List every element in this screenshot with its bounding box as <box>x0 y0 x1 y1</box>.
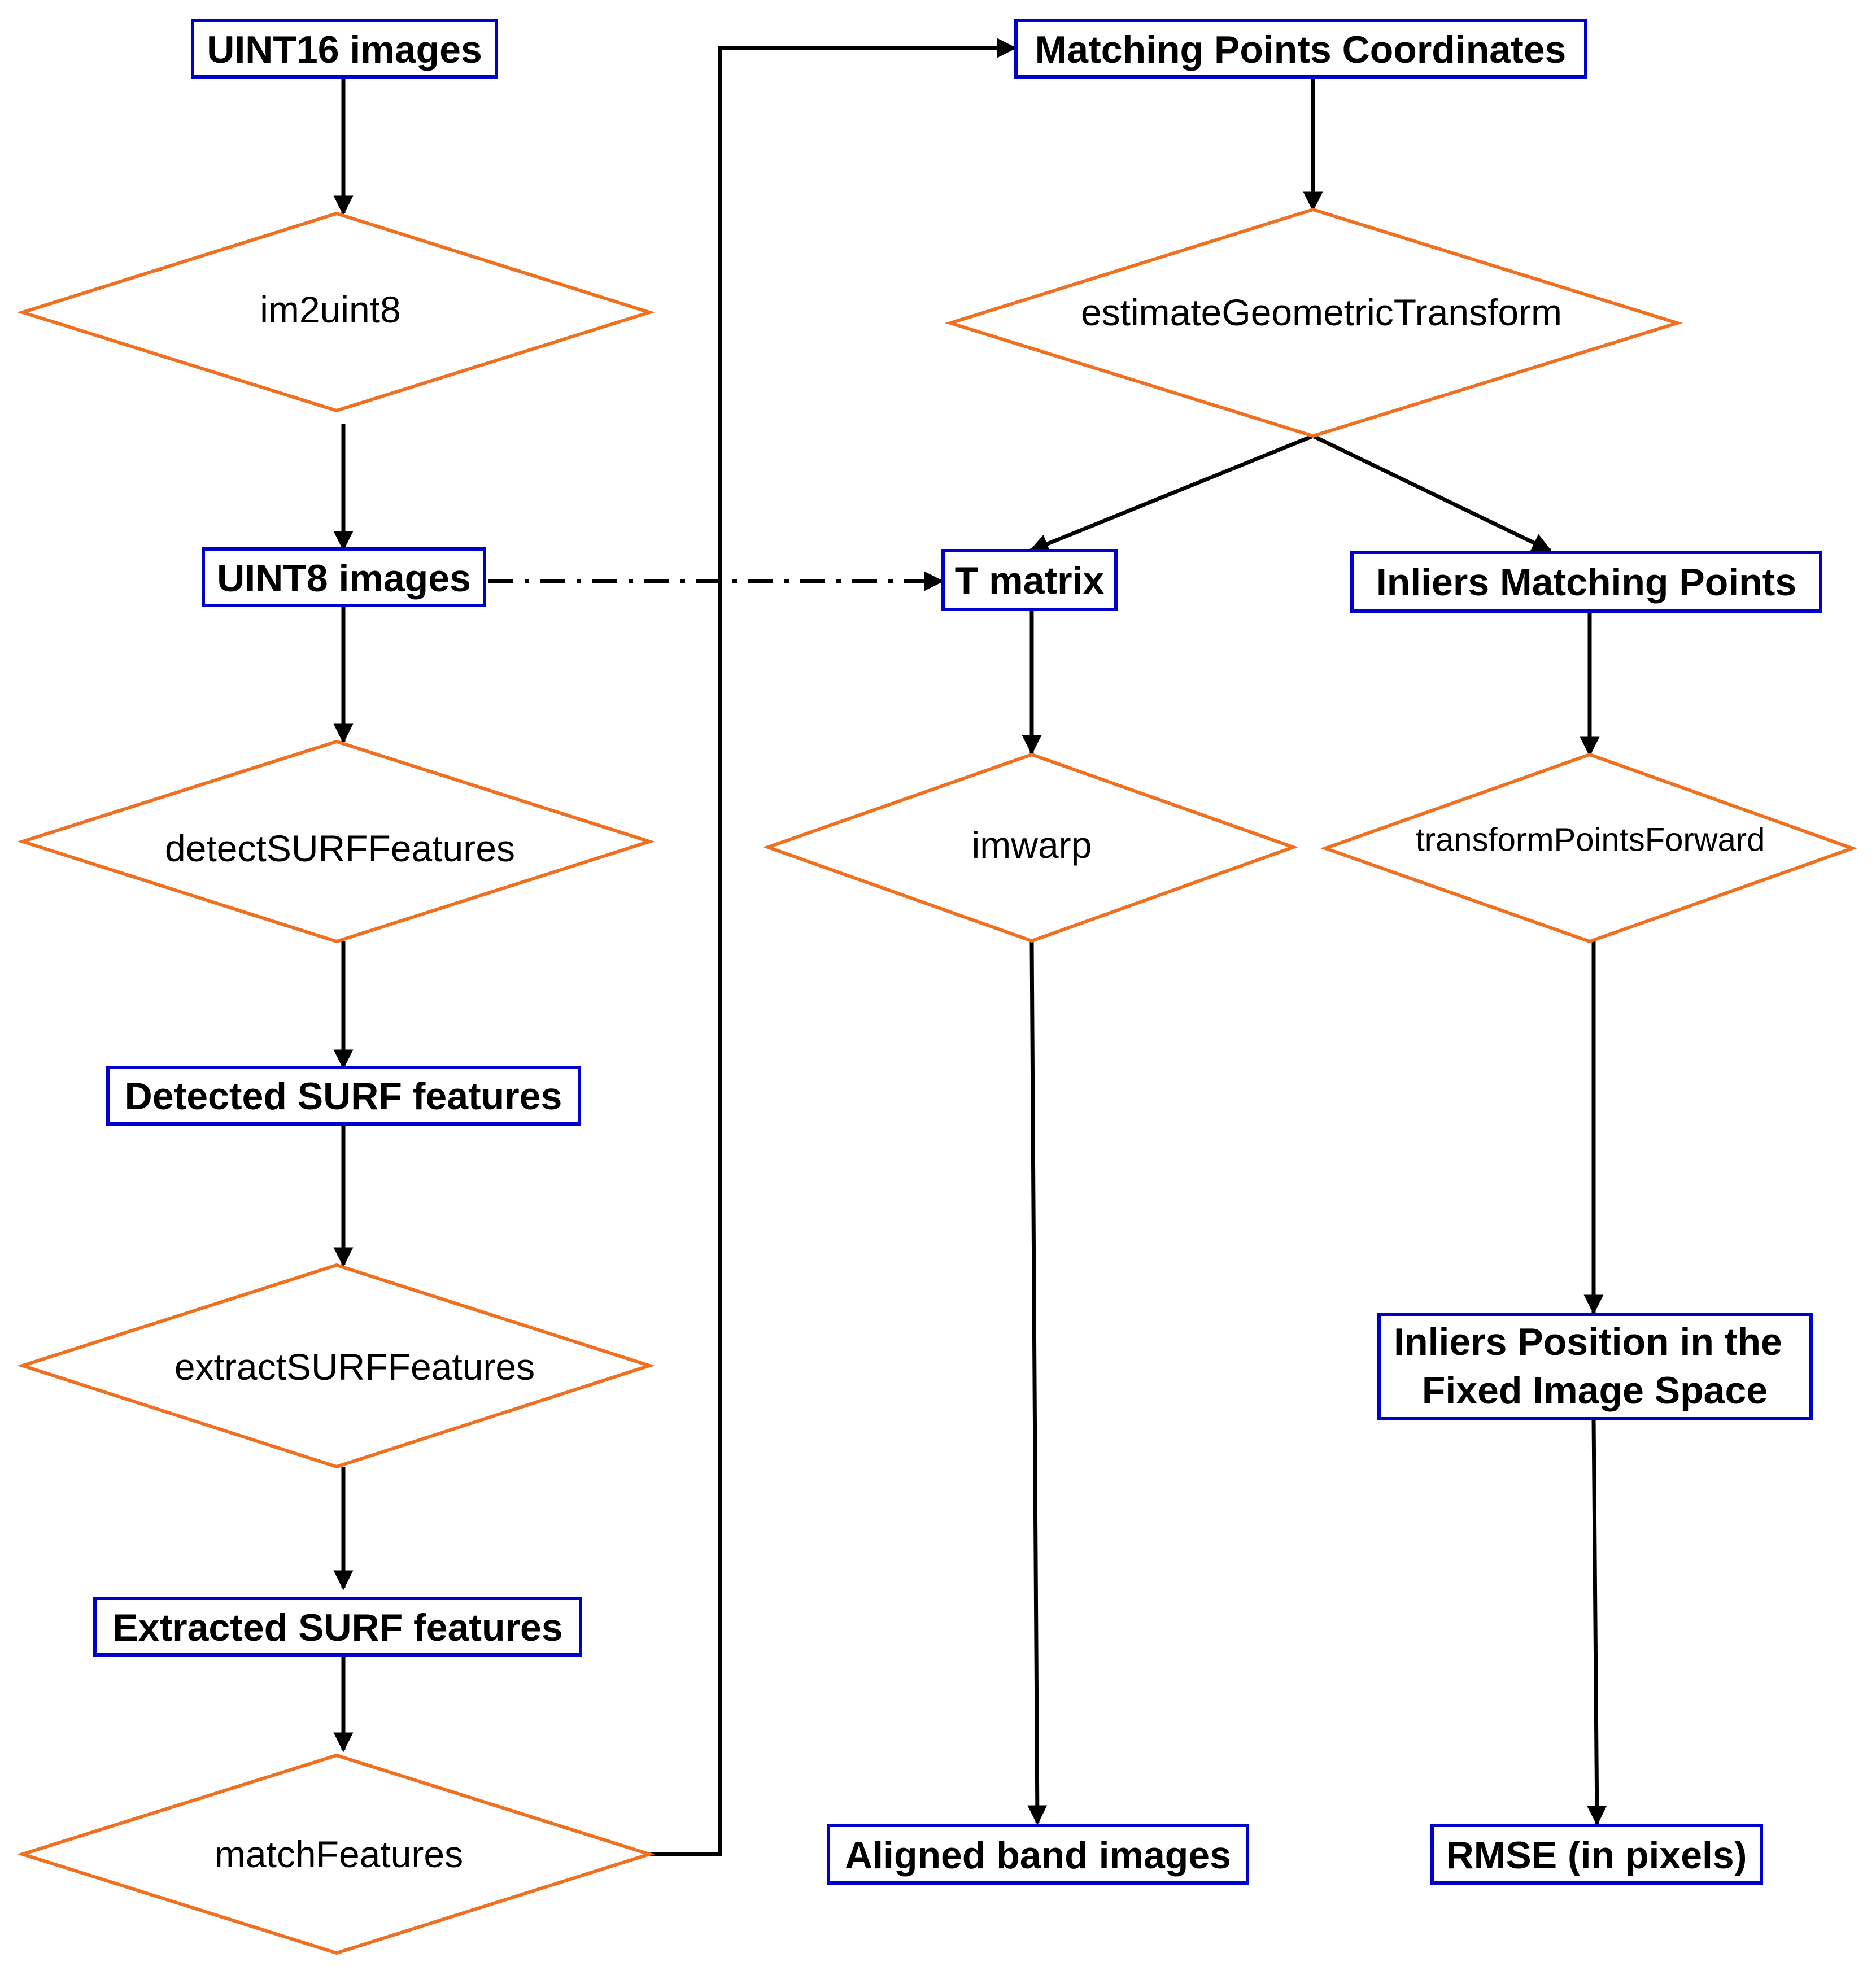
t-matrix-label: T matrix <box>955 559 1105 602</box>
detect-surf-label: detectSURFFeatures <box>165 827 515 869</box>
aligned-band-box <box>827 1824 1249 1885</box>
operations <box>16 207 1857 1955</box>
inliers-matching-label: Inliers Matching Points <box>1376 561 1796 604</box>
inliers-position-label-line2: Fixed Image Space <box>1422 1369 1768 1412</box>
box-labels: UINT16 images UINT8 images Detected SURF… <box>112 28 1796 1877</box>
uint16-images-label: UINT16 images <box>207 28 482 71</box>
match-features-label: matchFeatures <box>215 1833 463 1875</box>
arrow-match-to-matching-points <box>648 38 1017 1856</box>
imwarp-diamond <box>762 752 1298 943</box>
uint8-images-box <box>202 547 486 607</box>
uint8-images-label: UINT8 images <box>217 557 471 600</box>
inliers-matching-box <box>1350 551 1822 613</box>
uint16-images-box <box>191 19 498 79</box>
arrow-position-to-rmse <box>1587 1418 1607 1826</box>
estimate-transform-diamond <box>944 207 1683 438</box>
transform-points-diamond <box>1320 752 1857 944</box>
estimate-transform-label: estimateGeometricTransform <box>1081 291 1562 333</box>
detected-surf-label: Detected SURF features <box>125 1075 562 1118</box>
arrow-imwarp-to-aligned <box>1027 940 1048 1825</box>
match-features-diamond <box>17 1753 655 1955</box>
imwarp-label: imwarp <box>972 824 1092 866</box>
connectors <box>333 38 1607 1856</box>
extract-surf-diamond <box>17 1263 655 1469</box>
matching-points-box <box>1014 19 1587 79</box>
im2uint8-diamond <box>16 211 655 413</box>
data-boxes <box>93 19 1822 1885</box>
extract-surf-label: extractSURFFeatures <box>174 1346 535 1388</box>
im2uint8-label: im2uint8 <box>260 289 400 330</box>
inliers-position-box <box>1377 1313 1813 1420</box>
matching-points-label: Matching Points Coordinates <box>1035 28 1567 71</box>
extracted-surf-label: Extracted SURF features <box>112 1606 562 1649</box>
operation-labels: im2uint8 detectSURFFeatures extractSURFF… <box>165 289 1765 1875</box>
transform-points-label: transformPointsForward <box>1416 822 1765 858</box>
rmse-label: RMSE (in pixels) <box>1446 1834 1747 1877</box>
extracted-surf-box <box>93 1597 582 1657</box>
inliers-position-label-line1: Inliers Position in the <box>1394 1320 1782 1363</box>
t-matrix-box <box>941 549 1118 611</box>
detected-surf-box <box>106 1066 581 1126</box>
arrow-estimate-to-tmatrix <box>1028 434 1314 553</box>
arrow-estimate-to-inliers <box>1312 434 1552 553</box>
rmse-box <box>1430 1824 1763 1885</box>
aligned-band-label: Aligned band images <box>845 1834 1231 1877</box>
detect-surf-diamond <box>17 739 655 944</box>
